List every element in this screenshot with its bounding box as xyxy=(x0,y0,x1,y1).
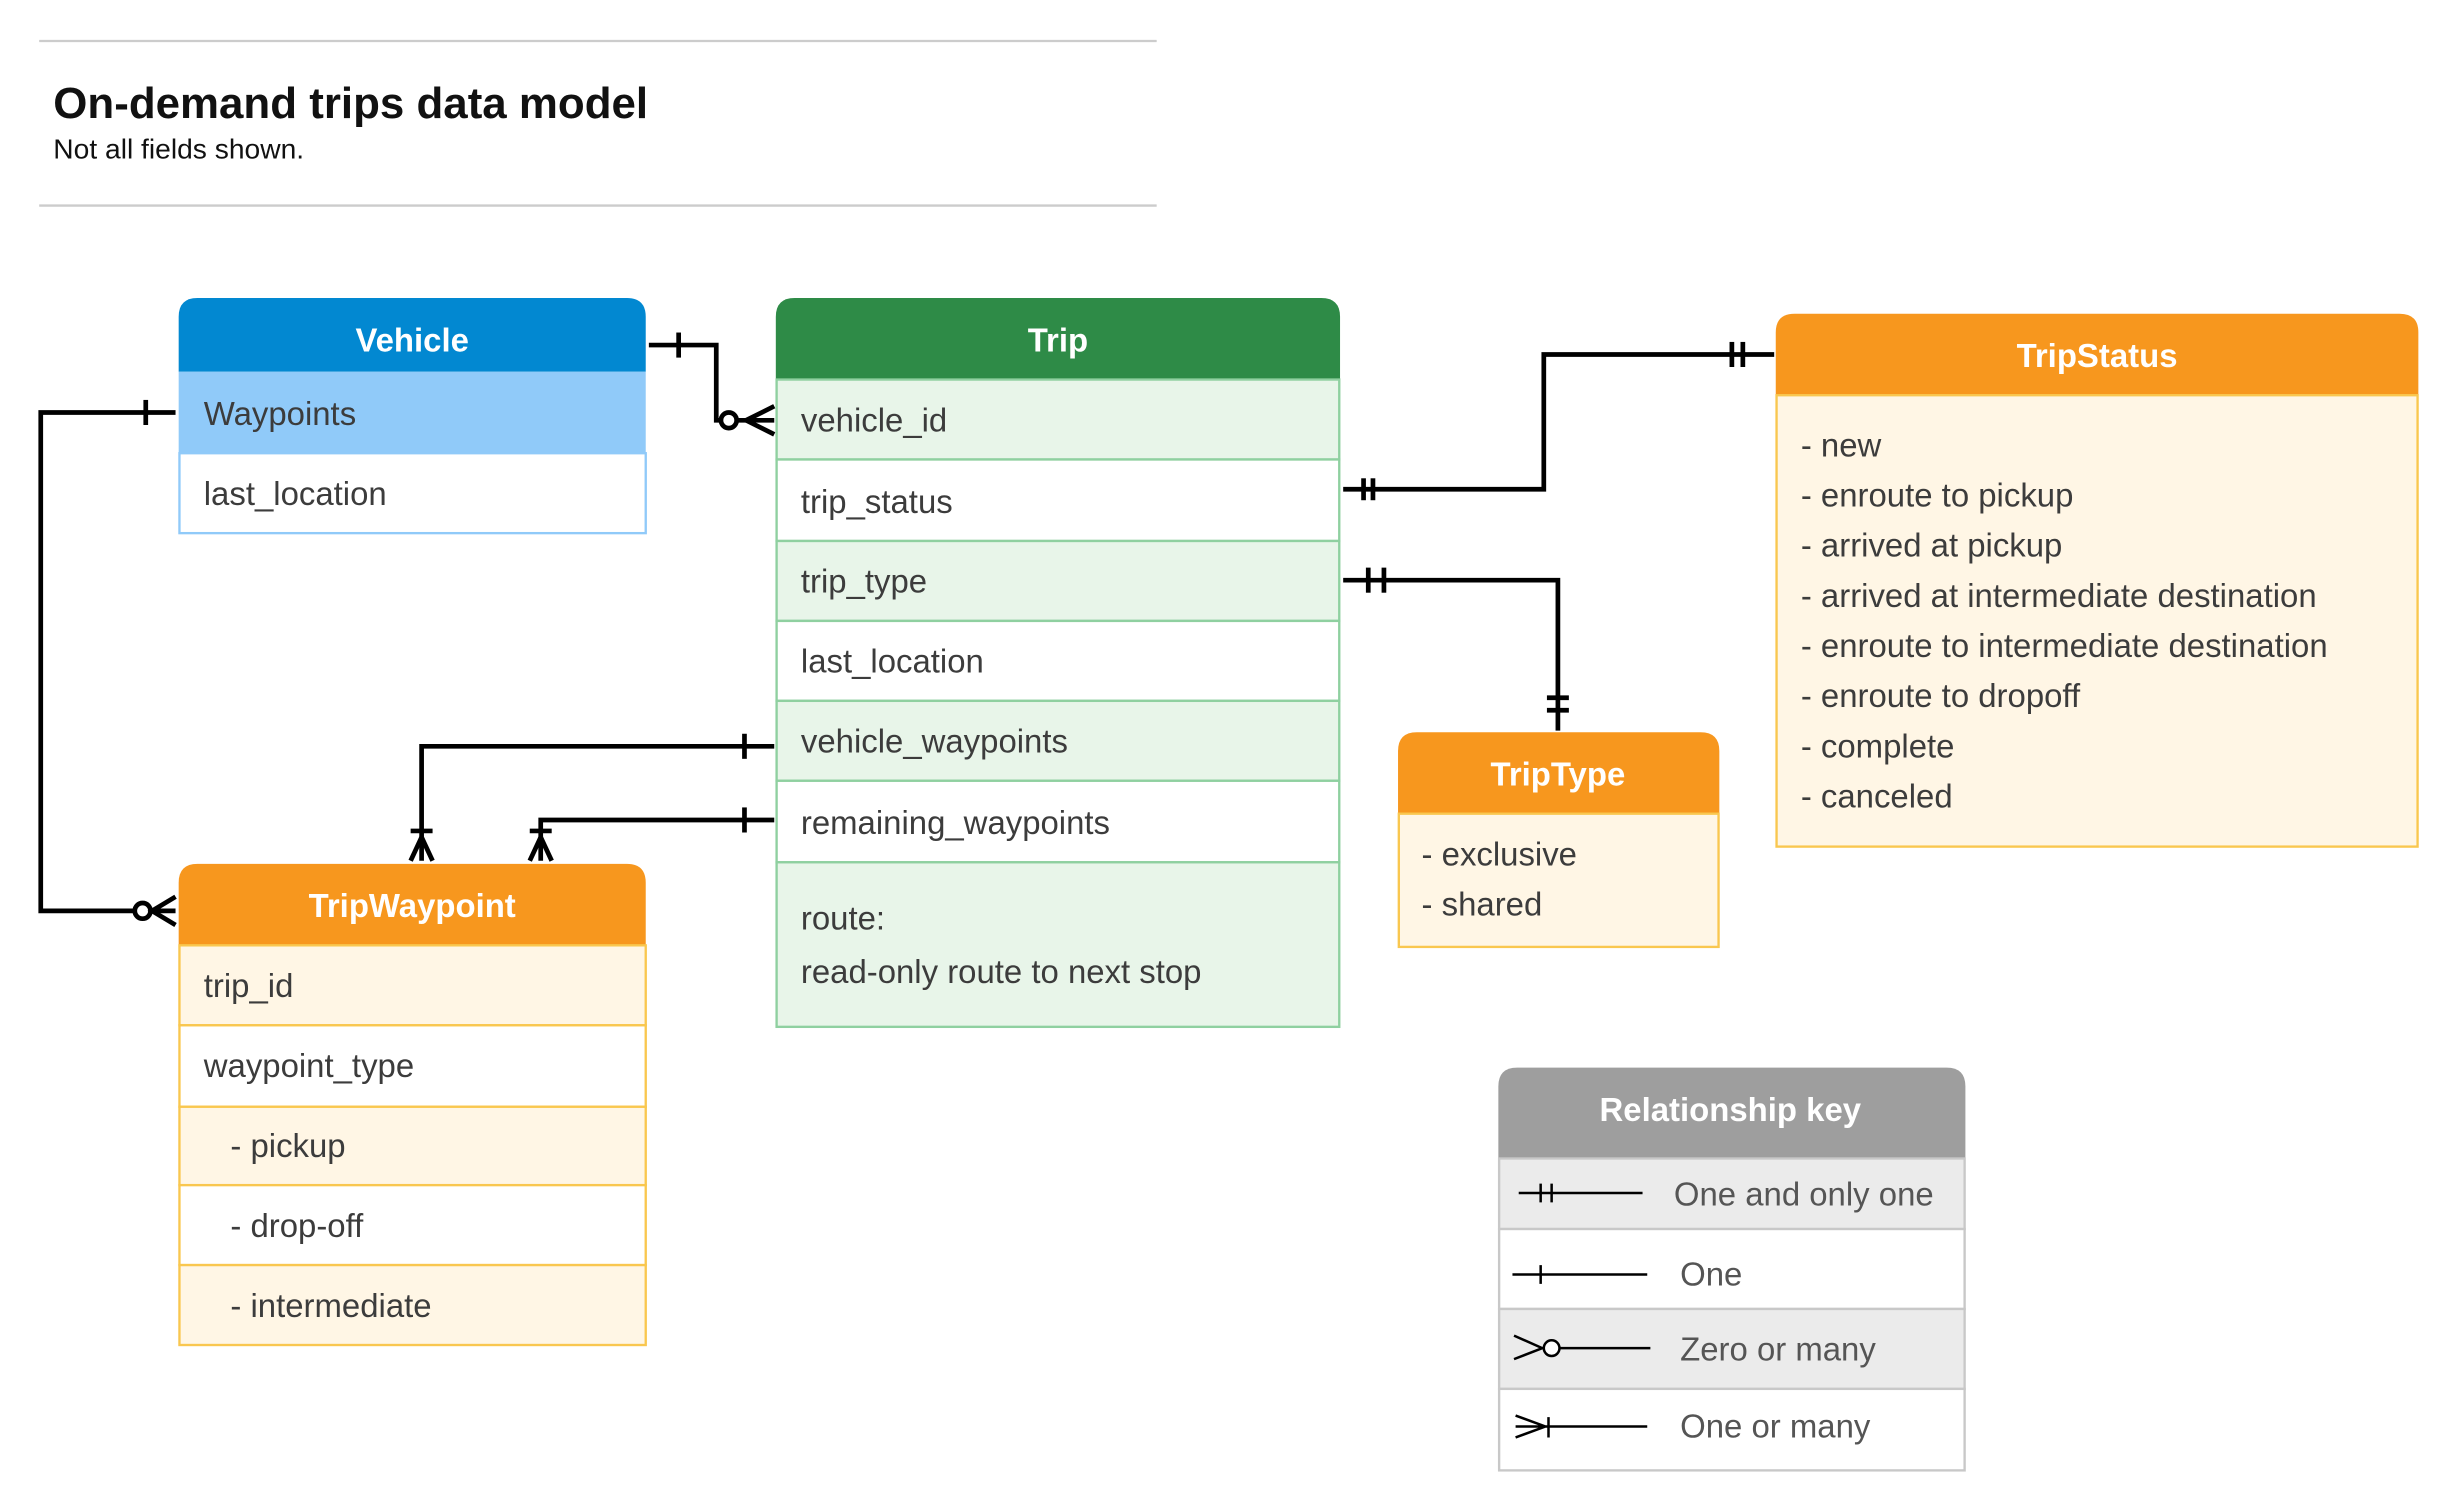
key-header xyxy=(1498,1067,1966,1159)
one-icon xyxy=(1512,1265,1648,1284)
trip-waypoint-row xyxy=(178,1183,647,1267)
trip-type-value: - exclusive xyxy=(1422,835,1577,872)
trip-waypoint-header xyxy=(178,863,646,946)
vehicle-row xyxy=(178,452,647,535)
trip-waypoint-field: waypoint_type xyxy=(203,1047,414,1084)
page-subtitle: Not all fields shown. xyxy=(53,133,304,165)
key-label: Zero or many xyxy=(1680,1331,1876,1368)
trip-waypoint-row xyxy=(178,1105,647,1187)
trip-status-value: - enroute to intermediate destination xyxy=(1801,627,2328,664)
trip-field: last_location xyxy=(801,643,984,680)
connector-trip-status xyxy=(1343,341,1775,501)
crow-foot-marker xyxy=(147,894,177,927)
trip-status-value: - complete xyxy=(1801,727,1955,764)
trip-status-value: - enroute to pickup xyxy=(1801,477,2074,514)
trip-waypoint-field: - pickup xyxy=(230,1127,345,1164)
trip-row xyxy=(775,378,1341,461)
trip-waypoint-field: trip_id xyxy=(204,967,294,1004)
trip-entity[interactable]: Trip vehicle_id trip_status trip_type la… xyxy=(775,298,1341,1029)
crow-foot-marker xyxy=(740,404,776,437)
key-label: One xyxy=(1680,1255,1742,1292)
connector-vehicle-tripwaypoint xyxy=(38,399,177,927)
trip-title: Trip xyxy=(1028,321,1088,358)
trip-row xyxy=(775,619,1341,703)
trip-status-title: TripStatus xyxy=(2017,337,2178,374)
relationship-key: Relationship key One and only one One Ze… xyxy=(1497,1067,1966,1472)
connector-vehicle-waypoints xyxy=(408,733,775,862)
trip-status-value: - arrived at pickup xyxy=(1801,527,2063,564)
one-and-only-one-icon xyxy=(1518,1183,1643,1203)
trip-status-header xyxy=(1775,313,2419,396)
trip-type-entity[interactable]: TripType - exclusive - shared xyxy=(1397,732,1720,949)
trip-field: trip_status xyxy=(801,483,953,520)
trip-row xyxy=(775,699,1341,782)
trip-status-entity[interactable]: TripStatus - new - enroute to pickup - a… xyxy=(1775,313,2419,848)
trip-waypoint-row xyxy=(178,944,647,1027)
trip-status-value: - arrived at intermediate destination xyxy=(1801,577,2317,614)
key-row xyxy=(1497,1387,1966,1472)
trip-field: vehicle_id xyxy=(801,401,947,438)
trip-type-value: - shared xyxy=(1422,886,1543,923)
trip-status-value: - new xyxy=(1801,426,1882,463)
trip-type-title: TripType xyxy=(1491,755,1626,792)
trip-status-body xyxy=(1775,394,2419,848)
trip-header xyxy=(775,298,1341,380)
trip-waypoint-field: - drop-off xyxy=(230,1207,364,1244)
trip-status-value: - enroute to dropoff xyxy=(1801,677,2081,714)
trip-waypoint-title: TripWaypoint xyxy=(309,887,516,924)
trip-field: trip_type xyxy=(801,563,927,600)
trip-field: vehicle_waypoints xyxy=(801,723,1068,760)
vehicle-field: Waypoints xyxy=(204,395,356,432)
trip-route-desc: read-only route to next stop xyxy=(801,953,1202,990)
vehicle-row xyxy=(178,371,646,454)
page-title: On-demand trips data model xyxy=(53,79,648,128)
vehicle-title: Vehicle xyxy=(355,321,468,358)
zero-marker xyxy=(718,410,739,431)
connector-trip-type xyxy=(1343,567,1569,731)
trip-type-body xyxy=(1397,812,1720,949)
trip-type-header xyxy=(1398,732,1720,814)
trip-status-values: - new - enroute to pickup - arrived at p… xyxy=(1801,426,2328,814)
one-or-many-icon xyxy=(1515,1414,1648,1439)
key-label: One and only one xyxy=(1674,1176,1934,1213)
trip-row xyxy=(775,539,1341,623)
trip-row xyxy=(775,779,1341,864)
zero-or-many-icon xyxy=(1513,1334,1651,1361)
trip-status-value: - canceled xyxy=(1801,777,1953,814)
key-title: Relationship key xyxy=(1600,1091,1862,1128)
trip-waypoint-row xyxy=(178,1263,647,1347)
vehicle-entity[interactable]: Vehicle Waypoints last_location xyxy=(178,298,647,535)
trip-waypoint-field: - intermediate xyxy=(230,1287,431,1324)
connector-remaining-waypoints xyxy=(527,807,775,862)
trip-row xyxy=(775,458,1341,543)
trip-waypoint-entity[interactable]: TripWaypoint trip_id waypoint_type - pic… xyxy=(178,863,647,1347)
vehicle-header xyxy=(178,298,646,372)
trip-field: remaining_waypoints xyxy=(801,804,1110,841)
vehicle-field: last_location xyxy=(204,475,387,512)
key-label: One or many xyxy=(1680,1407,1871,1444)
trip-waypoint-row xyxy=(178,1024,647,1108)
key-row xyxy=(1497,1227,1966,1311)
trip-row xyxy=(775,861,1341,1029)
trip-route-label: route: xyxy=(801,900,885,937)
connector-vehicle-trip xyxy=(648,332,776,437)
